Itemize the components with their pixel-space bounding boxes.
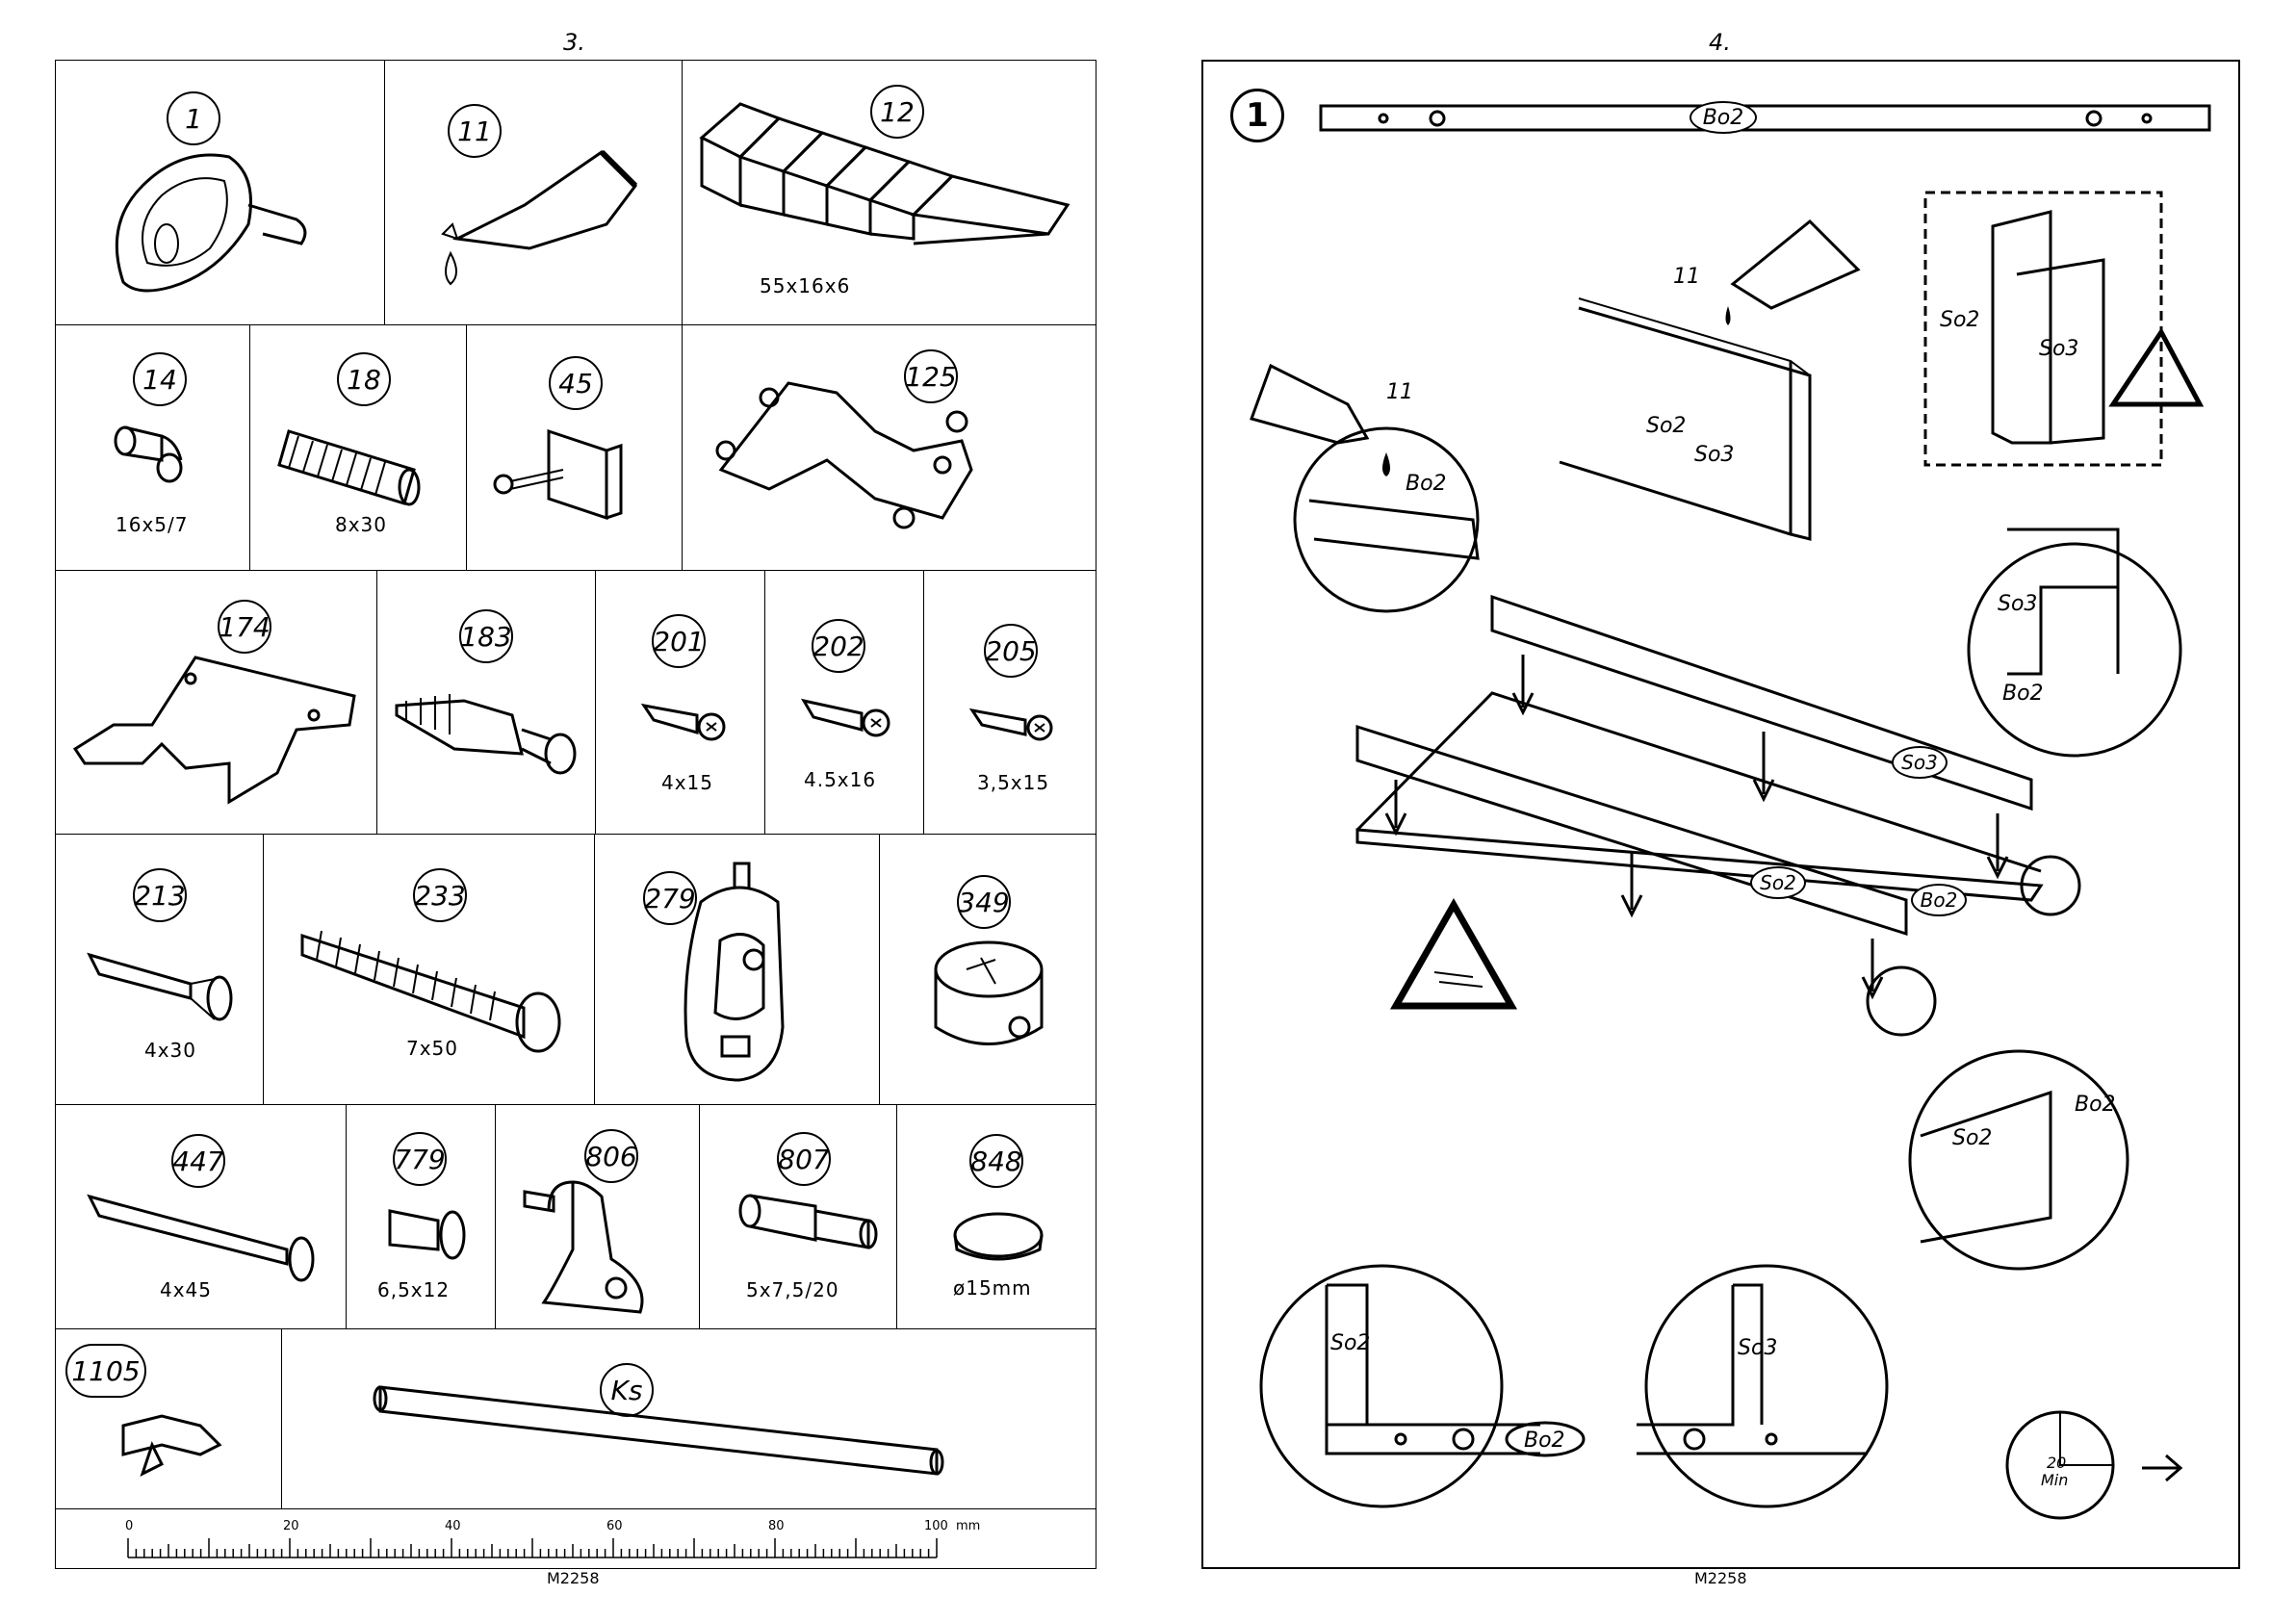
label-so2: So2 [1750, 866, 1806, 899]
label-so3: So3 [1694, 443, 1734, 467]
label-bo2: Bo2 [1911, 884, 1967, 916]
label-bo2: Bo2 [2002, 682, 2044, 706]
label-glue: 11 [1673, 265, 1700, 289]
label-glue: 11 [1386, 380, 1413, 404]
label-bo2: Bo2 [1406, 472, 1447, 496]
label-so2: So2 [1940, 308, 1979, 332]
label-so2: So2 [1330, 1331, 1370, 1355]
label-so3: So3 [1998, 592, 2037, 616]
label-so2: So2 [1646, 414, 1686, 438]
label-bo2: Bo2 [1524, 1429, 1565, 1453]
assembly-time-value: 20 [2047, 1454, 2066, 1472]
label-bo2: Bo2 [2075, 1093, 2116, 1117]
assembly-time-unit: Min [2041, 1471, 2068, 1489]
label-so3: So3 [1738, 1336, 1777, 1360]
label-so3: So3 [1892, 746, 1948, 779]
label-bo2: Bo2 [1690, 101, 1757, 134]
label-so2: So2 [1952, 1126, 1992, 1150]
label-so3: So3 [2039, 337, 2078, 361]
footer-code: M2258 [1694, 1569, 1747, 1587]
